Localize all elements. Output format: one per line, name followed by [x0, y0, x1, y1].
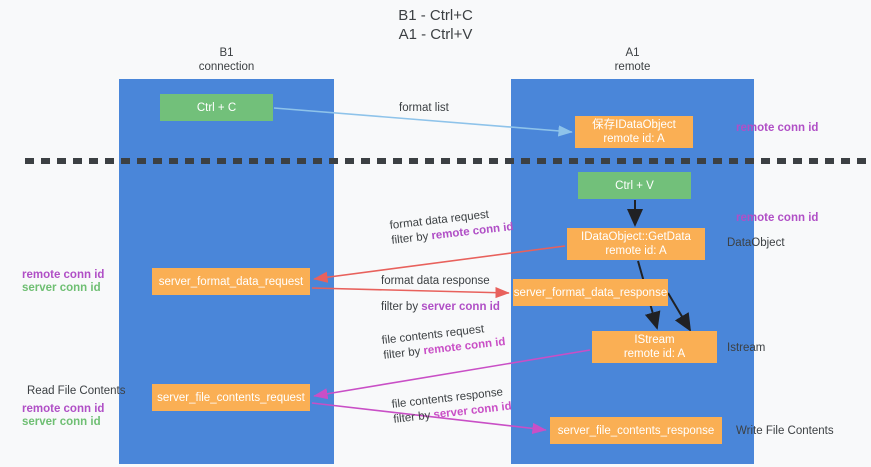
- title-line-1: B1 - Ctrl+C: [398, 7, 473, 24]
- node-ctrl-v[interactable]: Ctrl + V: [578, 172, 691, 199]
- node-server-file-contents-response[interactable]: server_file_contents_response: [550, 417, 722, 444]
- edge-label-format-data-response-title: format data response: [381, 275, 490, 287]
- connector-format-data-response: [311, 287, 510, 299]
- node-server-file-contents-response-label: server_file_contents_response: [557, 424, 715, 437]
- edge-label-format-data-response-filter: filter by server conn id: [381, 300, 500, 315]
- connector-file-contents-response: [311, 402, 547, 435]
- filter-prefix: filter by: [390, 230, 433, 247]
- node-idataobject-remote[interactable]: 保存IDataObject remote id: A: [575, 116, 693, 148]
- node-server-file-contents-request-label: server_file_contents_request: [157, 391, 305, 404]
- node-idataobject-getdata[interactable]: IDataObject::GetData remote id: A: [567, 228, 705, 260]
- filter-prefix: filter by: [381, 301, 422, 313]
- edge-label-format-data-response: format data response filter by server co…: [381, 274, 500, 315]
- node-server-format-data-response[interactable]: server_format_data_response: [513, 279, 668, 306]
- connector-file-contents-request: [313, 349, 591, 400]
- annotation-dataobject: DataObject: [727, 237, 785, 249]
- connector-format-data-request: [313, 245, 566, 283]
- lane-header-b1-name: B1: [219, 47, 234, 59]
- annotation-read-file-contents: Read File Contents: [27, 385, 126, 397]
- filter-prefix: filter by: [392, 409, 435, 426]
- annotation-left-remote-conn-id-mid: remote conn id: [22, 269, 105, 281]
- node-idataobject-remote-id: remote id: A: [603, 133, 665, 145]
- node-idataobject-remote-label: 保存IDataObject: [592, 119, 676, 131]
- filter-prefix: filter by: [382, 345, 425, 362]
- node-istream[interactable]: IStream remote id: A: [592, 331, 717, 363]
- node-istream-id: remote id: A: [623, 348, 686, 360]
- lane-header-b1-role: connection: [198, 61, 255, 73]
- connector-response-to-istream: [667, 292, 692, 332]
- annotation-left-remote-conn-id-bottom: remote conn id: [22, 403, 105, 415]
- node-idataobject-getdata-label: IDataObject::GetData: [581, 231, 691, 243]
- node-server-file-contents-request[interactable]: server_file_contents_request: [152, 384, 310, 411]
- lane-header-a1-role: remote: [614, 61, 651, 73]
- annotation-left-server-conn-id-bottom: server conn id: [22, 416, 101, 428]
- lane-header-a1-name: A1: [625, 47, 640, 59]
- node-server-format-data-response-label: server_format_data_response: [513, 286, 668, 299]
- annotation-write-file-contents: Write File Contents: [736, 425, 834, 437]
- node-ctrl-v-label: Ctrl + V: [615, 179, 654, 192]
- filter-key-server-conn-id: server conn id: [421, 301, 500, 313]
- annotation-left-server-conn-id-mid: server conn id: [22, 282, 101, 294]
- node-server-format-data-request-label: server_format_data_request: [158, 275, 304, 288]
- connector-format-list: [273, 107, 573, 137]
- node-idataobject-getdata-id: remote id: A: [605, 245, 667, 257]
- page-title: B1 - Ctrl+C A1 - Ctrl+V: [0, 6, 871, 44]
- node-ctrl-c-label: Ctrl + C: [196, 101, 237, 114]
- lane-header-a1: A1 remote: [511, 46, 754, 74]
- node-ctrl-c[interactable]: Ctrl + C: [160, 94, 273, 121]
- edge-label-format-list: format list: [399, 102, 449, 114]
- lane-header-b1: B1 connection: [119, 46, 334, 74]
- node-server-format-data-request[interactable]: server_format_data_request: [152, 268, 310, 295]
- annotation-remote-conn-id-mid: remote conn id: [736, 212, 819, 224]
- annotation-remote-conn-id-top: remote conn id: [736, 122, 819, 134]
- phase-divider: [25, 158, 871, 164]
- node-istream-label: IStream: [634, 334, 675, 346]
- annotation-istream: Istream: [727, 342, 766, 354]
- title-line-2: A1 - Ctrl+V: [398, 26, 473, 43]
